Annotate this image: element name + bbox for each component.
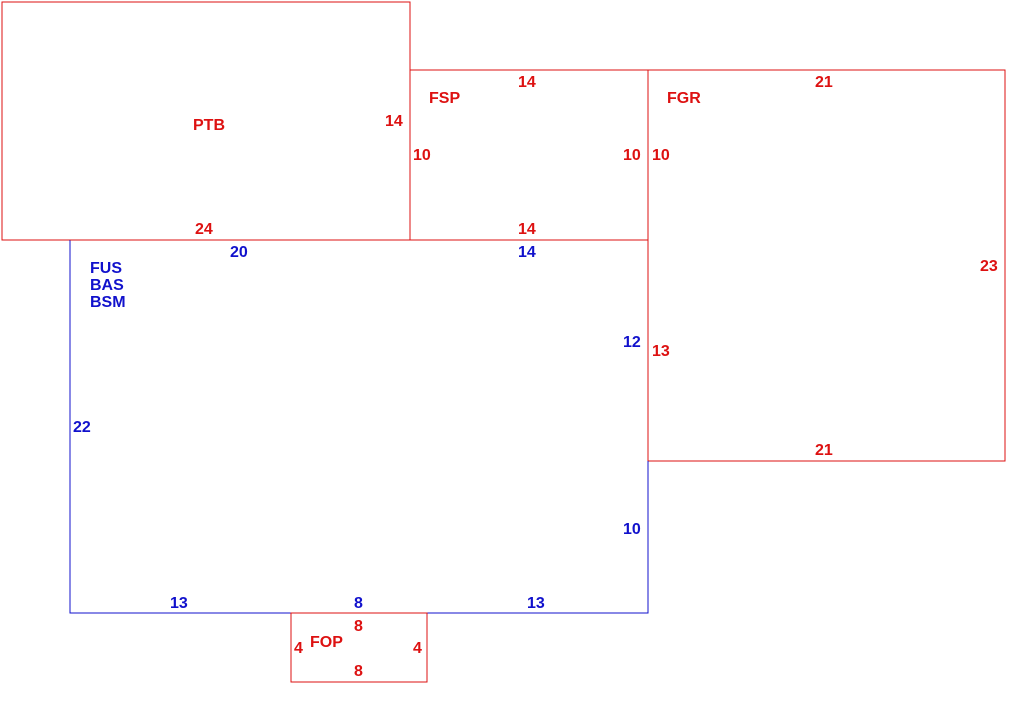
fgr-left-upper-dim: 10 [652, 147, 670, 164]
ptb-bottom-dim: 24 [195, 221, 213, 238]
fsp-label: FSP [429, 90, 460, 107]
fop-left-dim: 4 [294, 640, 303, 657]
fsp-right-dim: 10 [623, 147, 641, 164]
main-right-upper-dim: 12 [623, 334, 641, 351]
fgr-top-dim: 21 [815, 74, 833, 91]
fsp-bottom-dim: 14 [518, 221, 536, 238]
fgr-outline [647, 69, 1006, 462]
ptb-label: PTB [193, 117, 225, 134]
ptb-right-dim: 14 [385, 113, 403, 130]
fgr-bottom-dim: 21 [815, 442, 833, 459]
fsp-top-dim: 14 [518, 74, 536, 91]
fop-outline [290, 612, 428, 683]
fgr-label: FGR [667, 90, 701, 107]
fop-label: FOP [310, 634, 343, 651]
main-bottom-mid-dim: 8 [354, 595, 363, 612]
fgr-left-lower-dim: 13 [652, 343, 670, 360]
fgr-right-dim: 23 [980, 258, 998, 275]
fsp-left-dim: 10 [413, 147, 431, 164]
main-top-left-dim: 20 [230, 244, 248, 261]
main-bottom-left-dim: 13 [170, 595, 188, 612]
fop-right-dim: 4 [413, 640, 422, 657]
main-right-lower-dim: 10 [623, 521, 641, 538]
main-bottom-right-dim: 13 [527, 595, 545, 612]
main-label-fus: FUS [90, 260, 122, 277]
main-top-right-dim: 14 [518, 244, 536, 261]
main-label-bas: BAS [90, 277, 124, 294]
fop-top-dim: 8 [354, 618, 363, 635]
fop-bottom-dim: 8 [354, 663, 363, 680]
main-left-dim: 22 [73, 419, 91, 436]
main-label-bsm: BSM [90, 294, 126, 311]
main-living-outline [69, 240, 649, 614]
